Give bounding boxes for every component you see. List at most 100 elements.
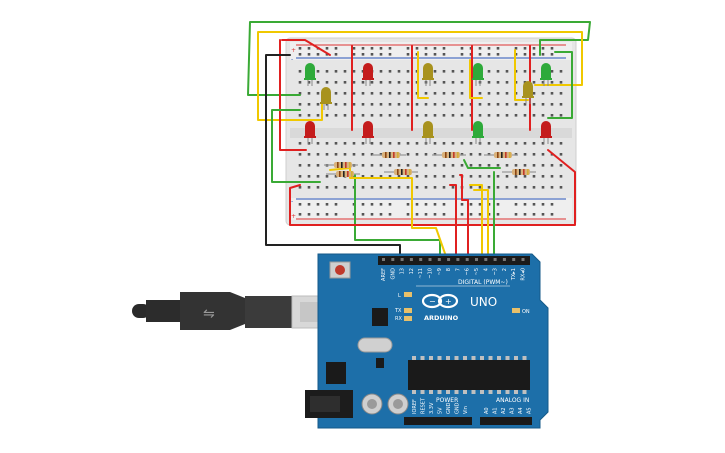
led[interactable] [304, 63, 316, 86]
analog-header-label: ANALOG IN [496, 397, 529, 404]
rail-plus-sign: + [291, 47, 296, 54]
led[interactable] [422, 121, 434, 144]
digital-pin-label: 4 [483, 268, 489, 271]
rail-minus-sign-bottom: - [291, 198, 293, 205]
led[interactable] [472, 121, 484, 144]
rail-plus-sign-bottom: + [291, 213, 296, 220]
wire-red-d8[interactable] [449, 184, 457, 263]
power-pin-label: GND [455, 402, 461, 414]
power-pin-label: RESET [421, 397, 427, 414]
wire-yellow-3[interactable] [514, 49, 529, 101]
analog-pin-label: A0 [484, 407, 490, 414]
resistor[interactable] [324, 162, 358, 168]
l-led [404, 292, 412, 297]
analog-pin-label: A1 [493, 407, 499, 414]
atmega-chip [408, 360, 530, 390]
wire-red-d7[interactable] [459, 174, 469, 263]
resistor[interactable] [502, 169, 536, 175]
leds [304, 63, 552, 144]
wire-red-top[interactable] [281, 39, 331, 56]
led[interactable] [422, 63, 434, 86]
resistor[interactable] [372, 152, 406, 158]
digital-pin-label: 12 [409, 268, 415, 274]
wire-green-right[interactable] [547, 51, 573, 119]
power-pin-label: IOREF [412, 399, 418, 414]
analog-header [480, 417, 532, 425]
wire-red-left[interactable] [279, 39, 307, 151]
wire-yellow-2[interactable] [469, 59, 483, 99]
wire-green-mid[interactable] [354, 174, 441, 263]
digital-pin-label: ~3 [493, 268, 499, 275]
chip-pins [412, 356, 527, 394]
led[interactable] [540, 63, 552, 86]
digital-pin-label: AREF [381, 268, 387, 281]
analog-pin-label: A5 [527, 407, 533, 414]
wire-yellow-d5[interactable] [473, 189, 489, 263]
wire-green-mid2[interactable] [463, 159, 501, 169]
wire-black[interactable] [265, 54, 401, 263]
digital-pin-label: 13 [400, 268, 406, 274]
wire-red-bottom[interactable] [289, 149, 576, 226]
power-pin-label: 5V [438, 407, 444, 414]
voltage-regulator [326, 362, 346, 384]
digital-pin-label: ~11 [418, 268, 424, 279]
wire-green-left[interactable] [271, 109, 321, 183]
led[interactable] [362, 63, 374, 86]
digital-pin-label: 2 [502, 268, 508, 271]
on-label: ON [522, 309, 530, 315]
rx-led [404, 316, 412, 321]
power-header [404, 417, 472, 425]
digital-pin-label: ~6 [465, 268, 471, 275]
crystal [357, 337, 393, 353]
digital-pin-label: 7 [455, 268, 461, 271]
analog-pin-label: A2 [501, 407, 507, 414]
arduino-logo: − + [421, 293, 459, 309]
digital-header [378, 256, 530, 265]
resistor[interactable] [326, 171, 360, 177]
resistor[interactable] [484, 152, 518, 158]
led[interactable] [304, 121, 316, 144]
breadboard-holes [298, 47, 563, 216]
led[interactable] [320, 87, 332, 110]
analog-pin-label: A4 [518, 407, 524, 414]
power-pin-label: 3.3V [429, 402, 435, 414]
power-pin-label: Vin [463, 406, 469, 414]
model-label: UNO [470, 295, 497, 309]
tx-led-label: TX [394, 308, 402, 314]
digital-pin-label: 8 [446, 268, 452, 271]
digital-header-label: DIGITAL (PWM~) [458, 279, 508, 286]
led[interactable] [522, 81, 534, 104]
svg-text:−: − [429, 297, 436, 306]
usb-icon: ⇋ [203, 306, 215, 322]
reset-button[interactable] [335, 265, 345, 275]
wire-yellow-d6[interactable] [469, 184, 483, 263]
resistors [324, 152, 536, 177]
brand-label: ARDUINO [424, 314, 459, 322]
digital-pin-label: TX▸1 [511, 268, 517, 281]
digital-pin-label: RX◂0 [521, 268, 527, 281]
led[interactable] [362, 121, 374, 144]
wire-green-outer[interactable] [247, 21, 591, 96]
l-led-label: L [398, 293, 401, 299]
analog-pin-label: A3 [510, 407, 516, 414]
power-pin-label: GND [446, 402, 452, 414]
digital-pin-label: ~9 [437, 268, 443, 275]
tx-led [404, 308, 412, 313]
digital-pin-label: ~5 [474, 268, 480, 275]
led[interactable] [540, 121, 552, 144]
resistor[interactable] [384, 169, 418, 175]
resistor[interactable] [432, 152, 466, 158]
led[interactable] [472, 63, 484, 86]
rail-minus-sign: - [291, 56, 293, 63]
wire-yellow-outer[interactable] [257, 31, 583, 121]
on-led [512, 308, 520, 313]
wire-yellow-1[interactable] [417, 51, 429, 99]
power-header-label: POWER [436, 397, 458, 404]
digital-pin-label: ~10 [428, 268, 434, 279]
usb-chip [372, 308, 388, 326]
